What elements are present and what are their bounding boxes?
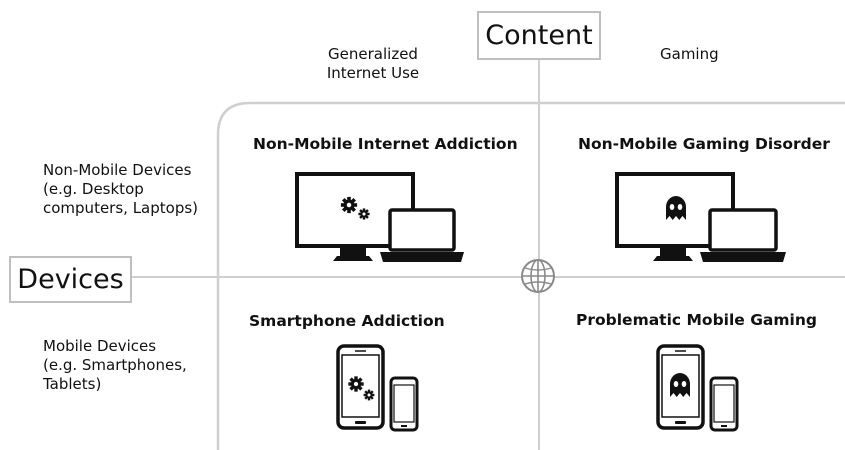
smartphone-tablet-ghost-icon: [656, 344, 739, 432]
row-header-non-mobile: Non-Mobile Devices (e.g. Desktop compute…: [43, 161, 199, 217]
content-axis-label: Content: [477, 11, 601, 60]
row-header-mobile: Mobile Devices (e.g. Smartphones, Tablet…: [43, 337, 187, 393]
desktop-laptop-ghost-icon: [615, 172, 786, 262]
quadrant-title-top-left: Non-Mobile Internet Addiction: [253, 135, 518, 153]
desktop-laptop-gears-icon: [295, 172, 464, 262]
quadrant-title-top-right: Non-Mobile Gaming Disorder: [578, 135, 830, 153]
quadrant-title-bottom-right: Problematic Mobile Gaming: [576, 311, 817, 329]
globe-icon: [521, 259, 555, 293]
smartphone-tablet-gears-icon: [336, 344, 419, 432]
quadrant-frame: [216, 101, 845, 450]
column-header-generalized: Generalized Internet Use: [326, 45, 420, 82]
quadrant-title-bottom-left: Smartphone Addiction: [249, 312, 445, 330]
devices-axis-label: Devices: [9, 256, 132, 303]
column-header-gaming: Gaming: [660, 45, 719, 63]
